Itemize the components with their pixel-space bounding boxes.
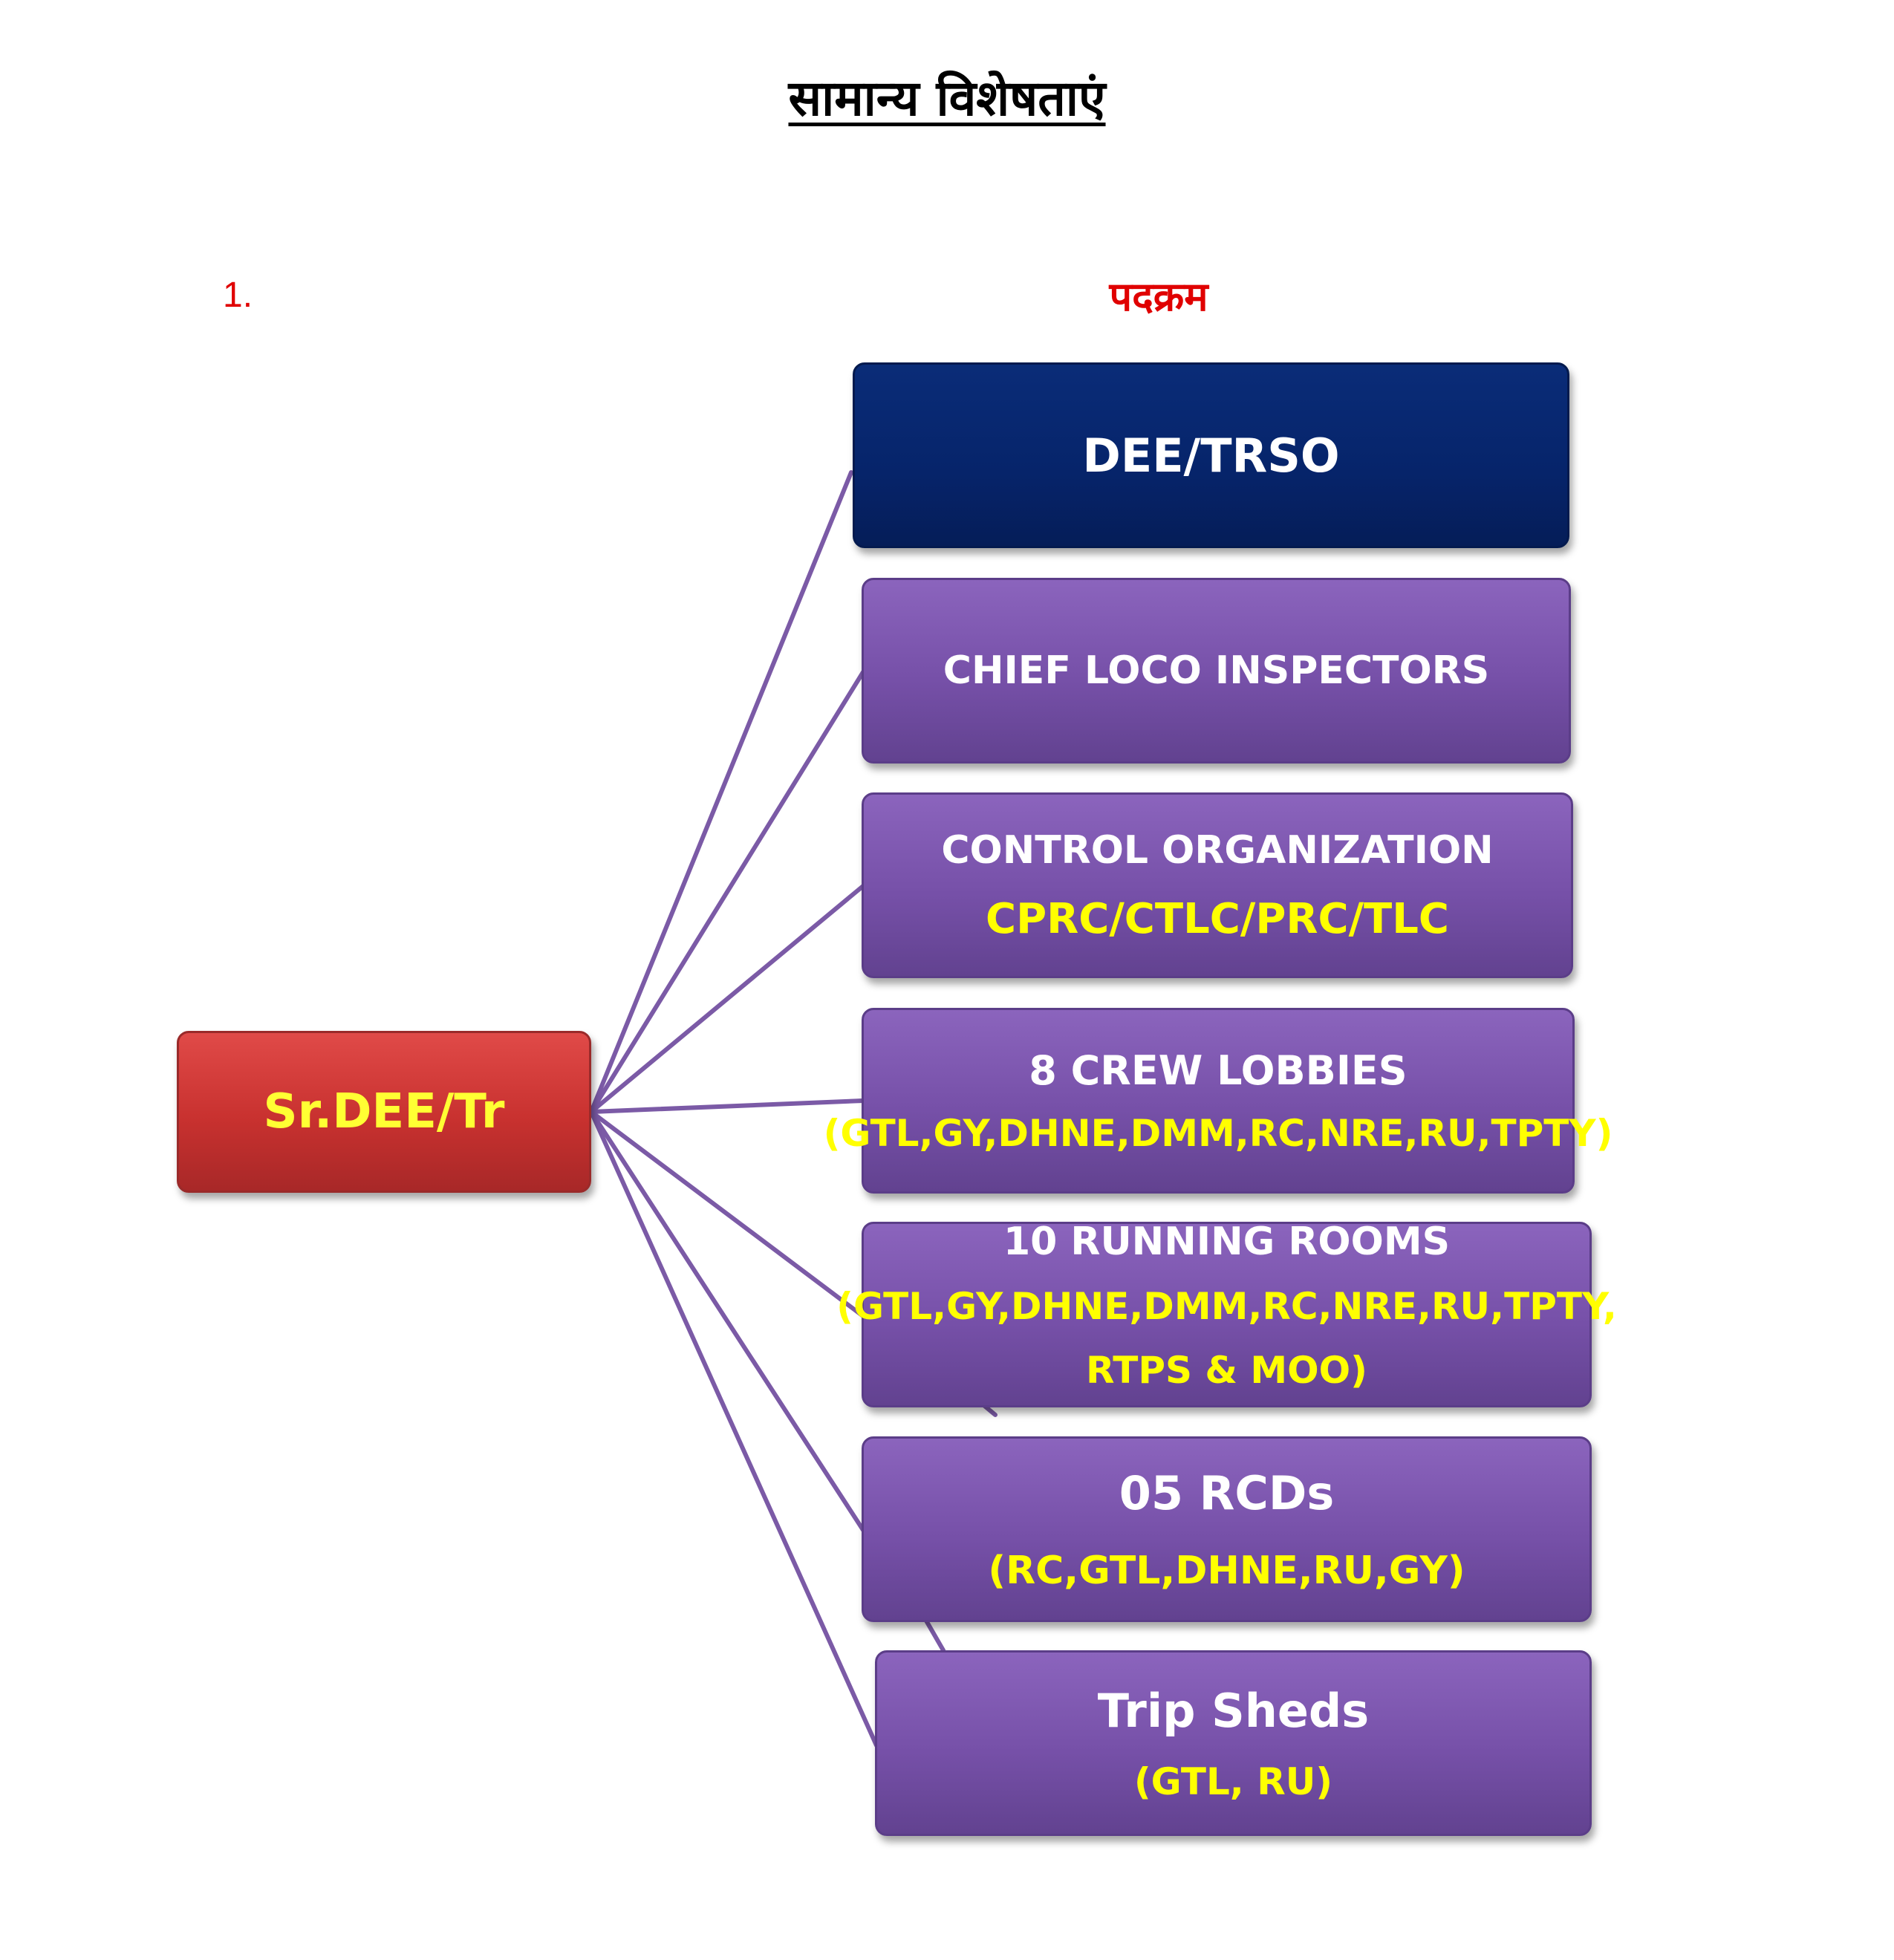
connector-line-3	[589, 1098, 865, 1114]
node-sr-dee-tr-label: Sr.DEE/Tr	[263, 1084, 505, 1139]
node-label: 10 RUNNING ROOMS	[1003, 1220, 1451, 1264]
connector-line-6	[589, 1110, 879, 1748]
node-label: 05 RCDs	[1119, 1465, 1335, 1520]
connector-line-1	[589, 670, 865, 1114]
node-rcds: 05 RCDs (RC,GTL,DHNE,RU,GY)	[862, 1436, 1592, 1622]
connector-line-4	[589, 1110, 865, 1318]
page-title: सामान्य विशेषताएं	[0, 63, 1894, 130]
node-control-organization: CONTROL ORGANIZATION CPRC/CTLC/PRC/TLC	[862, 792, 1573, 978]
connector-line-2	[589, 884, 865, 1114]
node-sublabel: CPRC/CTLC/PRC/TLC	[985, 894, 1450, 943]
node-sublabel: (GTL,GY,DHNE,DMM,RC,NRE,RU,TPTY,	[836, 1285, 1617, 1328]
node-label: 8 CREW LOBBIES	[1029, 1046, 1408, 1094]
connector-line-5	[589, 1110, 865, 1532]
node-chief-loco-inspectors: CHIEF LOCO INSPECTORS	[862, 578, 1571, 764]
node-crew-lobbies: 8 CREW LOBBIES (GTL,GY,DHNE,DMM,RC,NRE,R…	[824, 1008, 1612, 1194]
page-title-text: सामान्य विशेषताएं	[788, 70, 1106, 127]
node-label: Trip Sheds	[1097, 1683, 1370, 1738]
node-sublabel: (GTL,GY,DHNE,DMM,RC,NRE,RU,TPTY)	[823, 1111, 1613, 1155]
node-sr-dee-tr: Sr.DEE/Tr	[177, 1031, 591, 1193]
node-label: CONTROL ORGANIZATION	[941, 827, 1494, 873]
item-number: 1.	[223, 276, 253, 315]
node-running-rooms: 10 RUNNING ROOMS (GTL,GY,DHNE,DMM,RC,NRE…	[836, 1220, 1617, 1407]
node-sublabel: (RC,GTL,DHNE,RU,GY)	[988, 1548, 1465, 1593]
node-sublabel: (GTL, RU)	[1133, 1759, 1333, 1803]
node-trip-sheds: Trip Sheds (GTL, RU)	[875, 1650, 1592, 1836]
connector-line-top	[589, 470, 853, 1114]
section-heading: पदक्रम	[1109, 273, 1208, 320]
node-sublabel-2: RTPS & MOO)	[1085, 1349, 1368, 1392]
node-dee-trso: DEE/TRSO	[853, 362, 1569, 548]
node-dee-trso-label: DEE/TRSO	[1082, 428, 1340, 483]
node-label: CHIEF LOCO INSPECTORS	[943, 648, 1490, 693]
